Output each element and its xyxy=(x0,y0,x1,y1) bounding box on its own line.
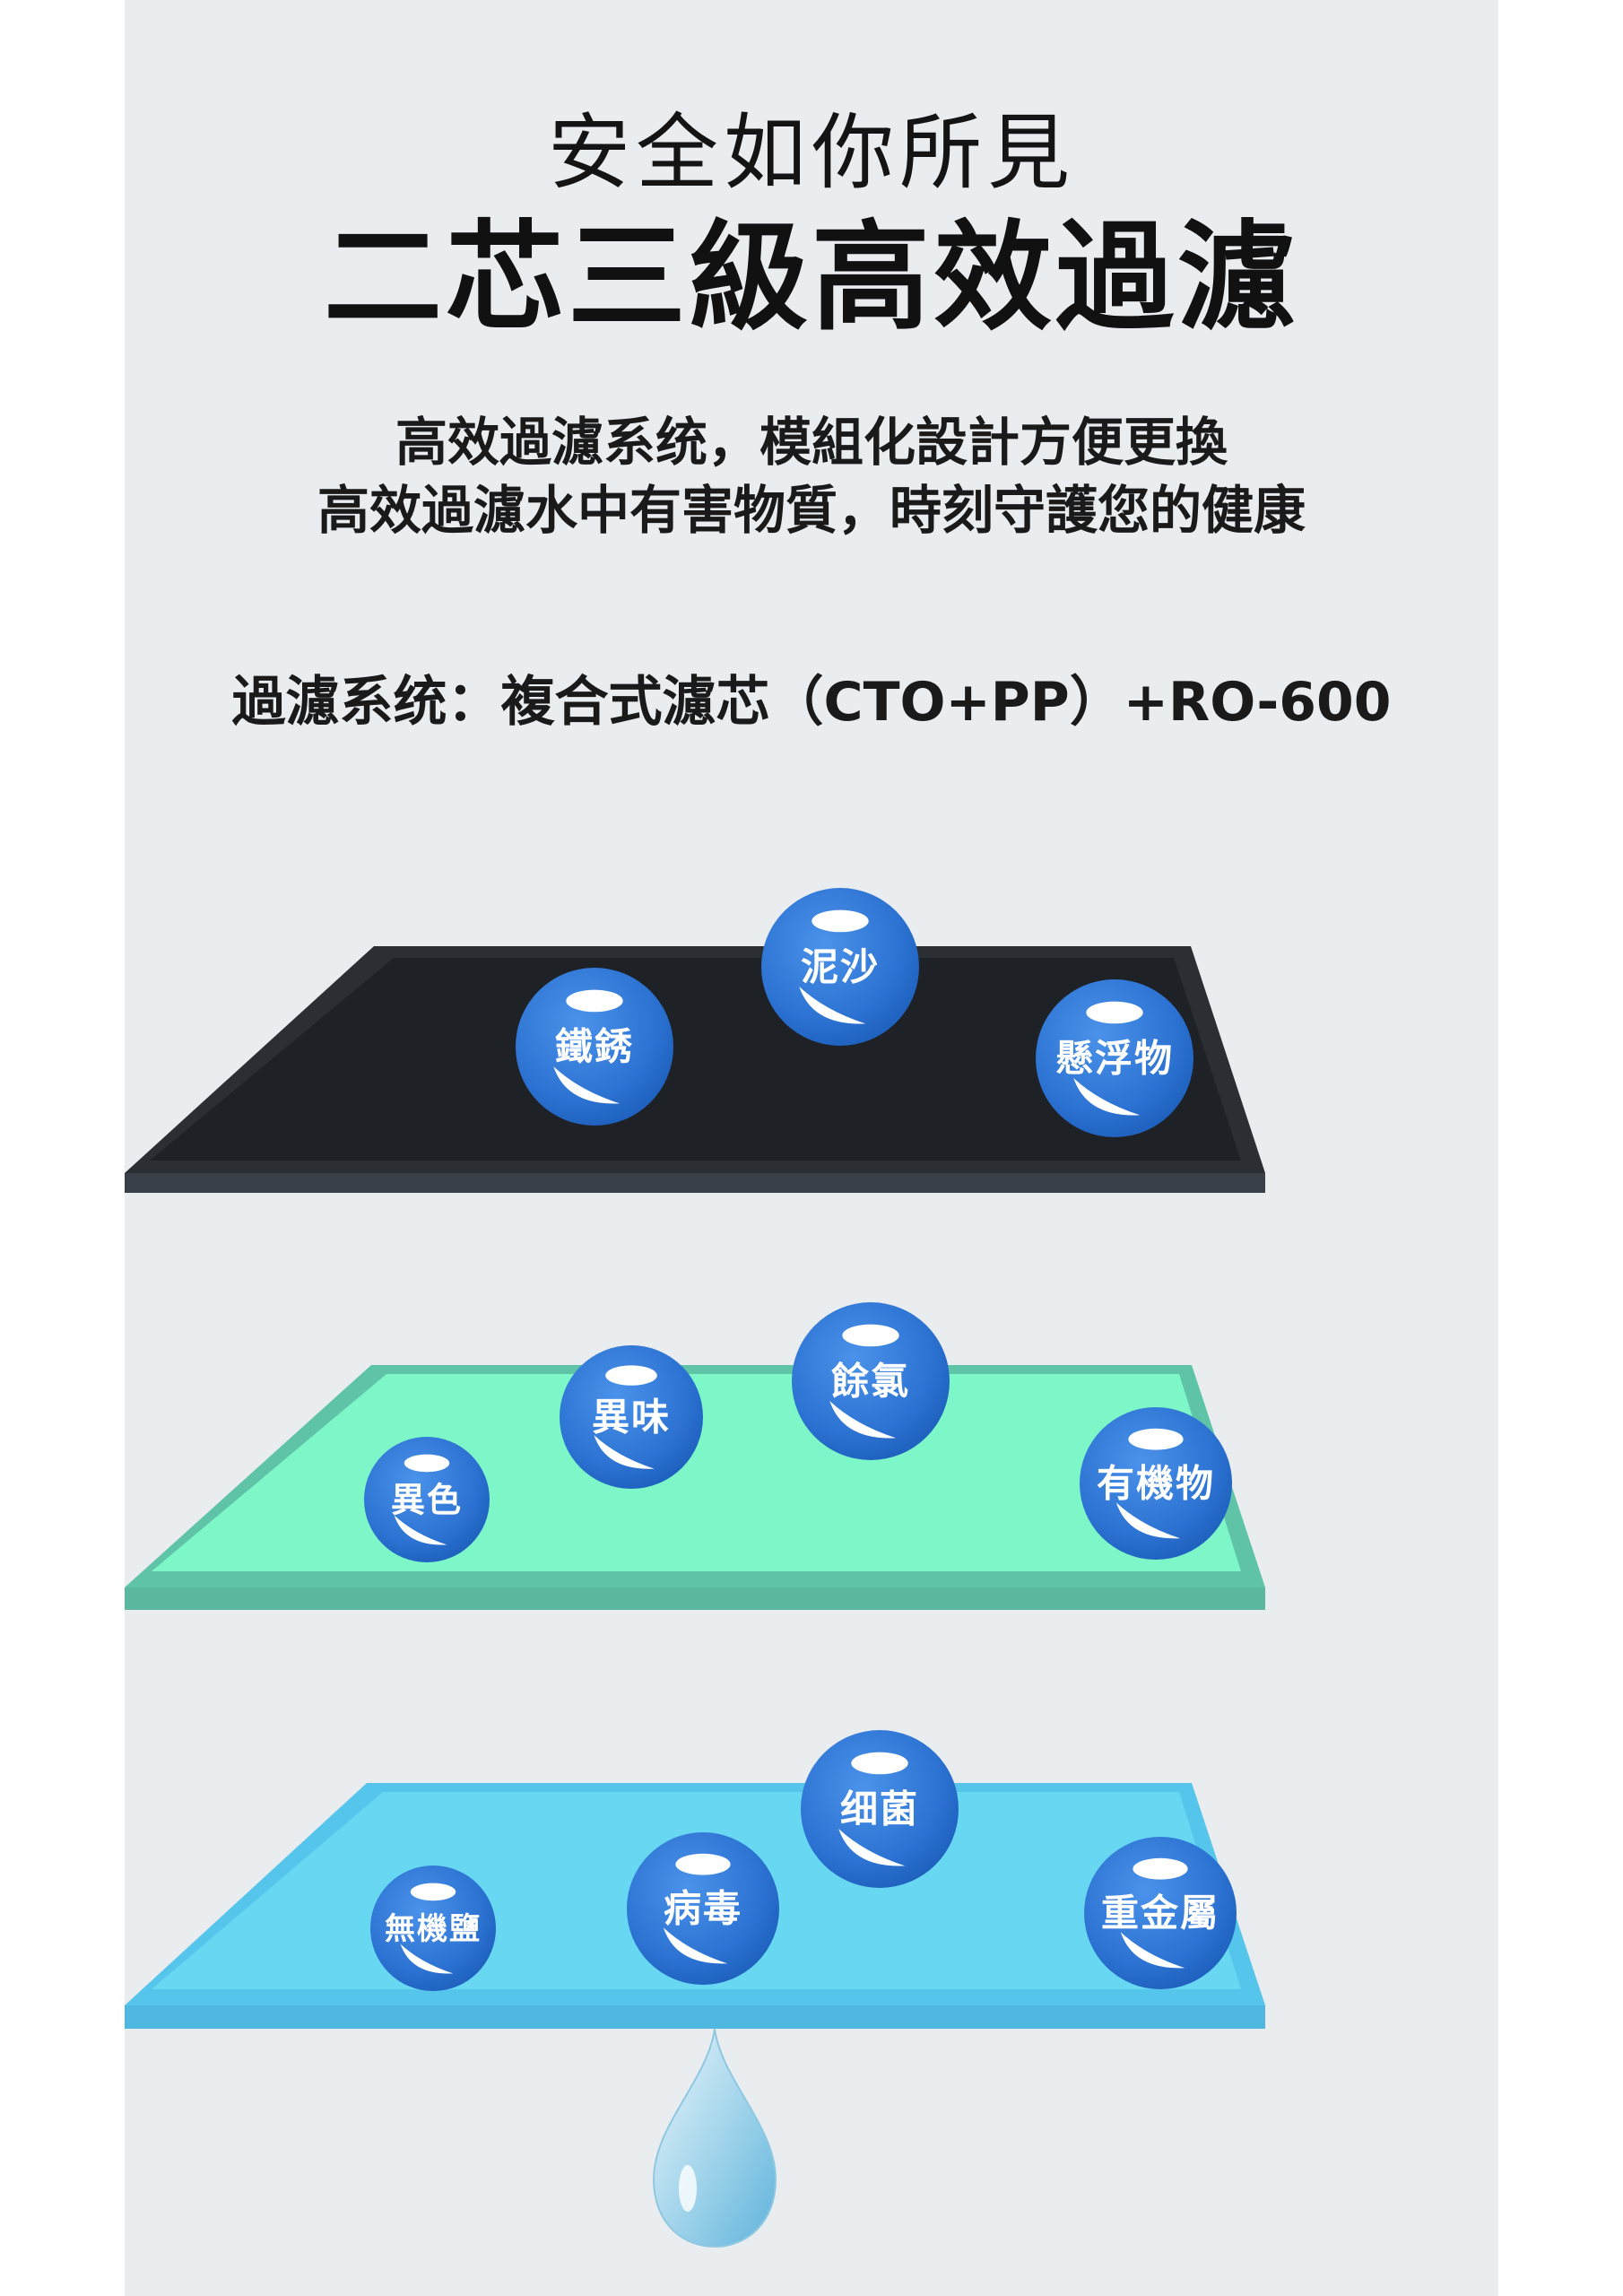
ball-circle xyxy=(560,1345,703,1489)
ball-label: 有機物 xyxy=(1097,1462,1215,1506)
contaminant-ball: 懸浮物 xyxy=(1036,979,1193,1137)
ball-highlight-top xyxy=(605,1365,657,1386)
ball-highlight-bottom xyxy=(400,1944,454,1974)
ball-highlight-top xyxy=(851,1752,908,1775)
ball-highlight-bottom xyxy=(838,1829,906,1866)
system-label: 過濾系统：複合式濾芯（CTO+PP）+RO-600 xyxy=(231,671,1392,734)
ball-highlight-bottom xyxy=(663,1927,728,1964)
contaminant-ball: 病毒 xyxy=(627,1832,779,1985)
description-line2: 高效過濾水中有害物質，時刻守護您的健康 xyxy=(317,480,1306,541)
ball-circle xyxy=(1036,979,1193,1137)
layer2-edge xyxy=(125,1587,1265,1610)
ball-circle xyxy=(1084,1837,1237,1989)
ball-highlight-bottom xyxy=(1115,1502,1181,1539)
contaminant-ball: 無機鹽 xyxy=(370,1866,496,1991)
ball-highlight-top xyxy=(1133,1857,1188,1880)
ball-circle xyxy=(1080,1407,1232,1560)
layer3-edge xyxy=(125,2005,1265,2029)
ball-circle xyxy=(370,1866,496,1991)
contaminant-ball: 泥沙 xyxy=(761,888,919,1046)
ball-highlight-bottom xyxy=(1073,1078,1141,1116)
ball-highlight-bottom xyxy=(594,1435,655,1469)
ball-highlight-bottom xyxy=(829,1401,897,1439)
ball-circle xyxy=(792,1302,950,1460)
ball-highlight-bottom xyxy=(394,1515,447,1545)
ball-circle xyxy=(761,888,919,1046)
contaminant-ball: 餘氯 xyxy=(792,1302,950,1460)
contaminant-ball: 细菌 xyxy=(801,1730,959,1888)
ball-highlight-top xyxy=(675,1853,731,1875)
ball-highlight-top xyxy=(1086,1001,1143,1024)
layer1-inner xyxy=(150,958,1241,1161)
ball-label: 鐵銹 xyxy=(555,1025,634,1069)
ball-circle xyxy=(801,1730,959,1888)
filter-layer-1 xyxy=(125,946,1265,1193)
ball-circle xyxy=(627,1832,779,1985)
ball-highlight-bottom xyxy=(553,1066,621,1104)
ball-label: 懸浮物 xyxy=(1055,1037,1174,1081)
ball-highlight-bottom xyxy=(1120,1932,1185,1969)
ball-highlight-top xyxy=(404,1454,450,1473)
ball-highlight-bottom xyxy=(799,987,866,1024)
ball-label: 異色 xyxy=(391,1480,463,1519)
ball-highlight-top xyxy=(566,989,623,1013)
ball-circle xyxy=(516,968,673,1126)
contaminant-ball: 異味 xyxy=(560,1345,703,1489)
ball-highlight-top xyxy=(1128,1428,1184,1450)
contaminant-ball: 鐵銹 xyxy=(516,968,673,1126)
ball-label: 泥沙 xyxy=(801,945,880,989)
ball-label: 重金屬 xyxy=(1101,1892,1219,1935)
ball-label: 餘氯 xyxy=(831,1360,910,1404)
description-line1: 高效過濾系统，模組化設計方便更換 xyxy=(395,412,1228,473)
contaminant-ball: 重金屬 xyxy=(1084,1837,1237,1989)
ball-label: 無機鹽 xyxy=(385,1911,482,1947)
water-drop-icon xyxy=(652,2028,777,2248)
ball-highlight-top xyxy=(812,909,869,933)
ball-label: 病毒 xyxy=(664,1887,742,1931)
contaminant-ball: 有機物 xyxy=(1080,1407,1232,1560)
ball-highlight-top xyxy=(842,1324,899,1347)
layer1-edge xyxy=(125,1173,1265,1193)
ball-label: 異味 xyxy=(592,1396,671,1439)
heading-line1: 安全如你所見 xyxy=(547,105,1075,201)
ball-label: 细菌 xyxy=(840,1787,919,1831)
ball-circle xyxy=(364,1437,490,1562)
contaminant-ball: 異色 xyxy=(364,1437,490,1562)
ball-highlight-top xyxy=(410,1883,456,1901)
heading-line2: 二芯三級高效過濾 xyxy=(324,209,1299,347)
